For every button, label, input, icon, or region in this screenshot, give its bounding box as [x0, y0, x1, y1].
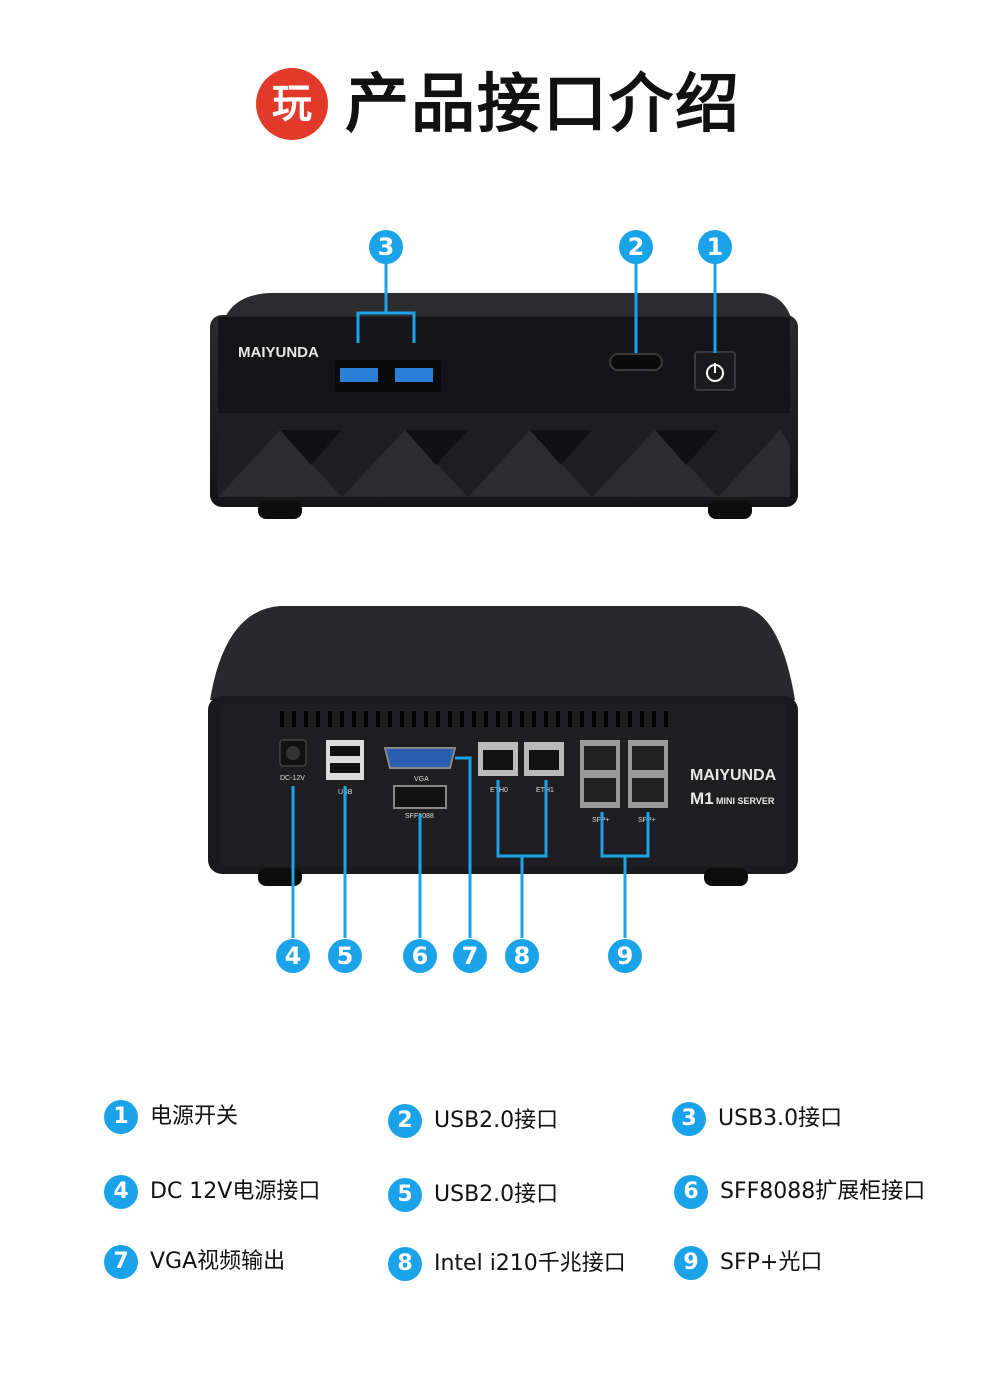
legend-number: 5	[388, 1178, 422, 1212]
legend-label: USB3.0接口	[718, 1106, 843, 1131]
callout-7: 7	[453, 939, 487, 973]
callout-8: 8	[505, 939, 539, 973]
front-brand: MAIYUNDA	[238, 344, 319, 361]
callout-6: 6	[403, 939, 437, 973]
legend-number: 4	[104, 1175, 138, 1209]
legend-number: 6	[674, 1175, 708, 1209]
legend-label: Intel i210千兆接口	[434, 1251, 626, 1276]
legend-number: 3	[672, 1102, 706, 1136]
legend-number: 2	[388, 1104, 422, 1138]
callout-1: 1	[698, 230, 732, 264]
legend-number: 8	[388, 1247, 422, 1281]
rear-model-sub: MINI SERVER	[716, 796, 775, 806]
rear-brand: MAIYUNDA	[690, 767, 777, 784]
legend-number: 9	[674, 1246, 708, 1280]
legend-label: DC 12V电源接口	[150, 1179, 321, 1204]
page-header: 玩 产品接口介绍	[0, 60, 1000, 160]
callout-9: 9	[608, 939, 642, 973]
legend-label: 电源开关	[150, 1104, 239, 1129]
page-title: 产品接口介绍	[345, 68, 741, 142]
front-device: MAIYUNDA 3 2 1	[200, 225, 800, 525]
legend-number: 7	[104, 1245, 138, 1279]
callout-3: 3	[369, 230, 403, 264]
legend-number: 1	[104, 1100, 138, 1134]
rear-model: M1	[690, 789, 714, 808]
vent-slots	[280, 711, 668, 727]
front-device-illustration: MAIYUNDA	[210, 263, 798, 519]
callout-4: 4	[276, 939, 310, 973]
callout-2: 2	[619, 230, 653, 264]
label-vga: VGA	[414, 776, 429, 783]
legend-label: SFF8088扩展柜接口	[720, 1179, 926, 1204]
legend-label: VGA视频输出	[150, 1249, 286, 1274]
rear-device-illustration: DC-12V USB VGA SFF8088 ETH0 ETH1 SFP+ SF…	[208, 606, 798, 938]
legend-label: SFP+光口	[720, 1250, 823, 1275]
play-badge-icon: 玩	[256, 68, 328, 140]
callout-5: 5	[328, 939, 362, 973]
rear-device: DC-12V USB VGA SFF8088 ETH0 ETH1 SFP+ SF…	[200, 600, 800, 980]
label-dc: DC-12V	[280, 775, 305, 782]
legend-label: USB2.0接口	[434, 1108, 559, 1133]
legend-label: USB2.0接口	[434, 1182, 559, 1207]
